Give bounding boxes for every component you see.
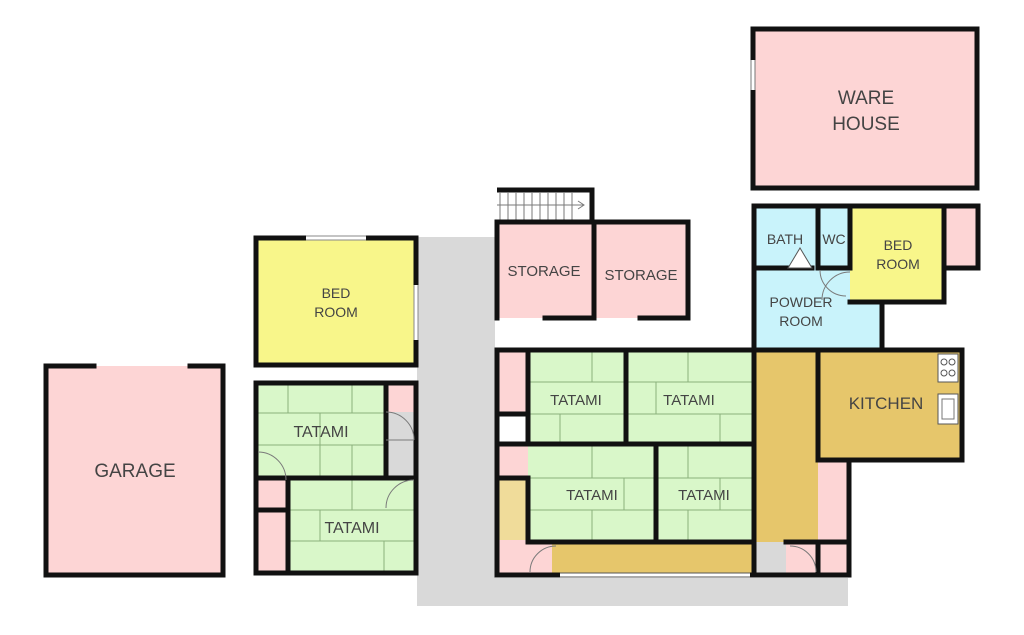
bedroom-right-label-line2: ROOM: [876, 256, 920, 272]
outdoor-walkway: [417, 237, 848, 606]
stairs: [497, 187, 595, 222]
bedroom-right-label-line1: BED: [884, 237, 913, 253]
tatami-left-block: TATAMI TATAMI: [253, 380, 419, 576]
warehouse-label-line1: WARE: [838, 88, 894, 109]
tatami-main-3-label: TATAMI: [566, 487, 618, 504]
bedroom-left-label-line2: ROOM: [314, 304, 358, 320]
sink-icon: [937, 393, 959, 425]
garage-room: GARAGE: [43, 363, 226, 578]
tatami-main-4-label: TATAMI: [678, 487, 730, 504]
bath-label: BATH: [767, 231, 803, 247]
stove-icon: [937, 353, 959, 383]
bedroom-left: BED ROOM: [253, 235, 419, 368]
main-house: TATAMI TATAMI TATAMI TATAMI KITCHEN: [494, 347, 965, 578]
warehouse-room: WARE HOUSE: [750, 26, 980, 191]
powder-label-line2: ROOM: [779, 313, 823, 329]
wc-label: WC: [822, 231, 845, 247]
tatami-main-2-label: TATAMI: [663, 392, 715, 409]
storage-left-label: STORAGE: [507, 263, 580, 280]
powder-label-line1: POWDER: [770, 294, 833, 310]
bedroom-left-label-line1: BED: [322, 285, 351, 301]
tatami-left-bottom-label: TATAMI: [324, 520, 379, 537]
warehouse-label-line2: HOUSE: [832, 114, 900, 135]
tatami-left-top-label: TATAMI: [293, 424, 348, 441]
wet-area: BATH WC BED ROOM POWDER ROOM: [751, 203, 981, 351]
garage-label: GARAGE: [94, 461, 175, 482]
storage-rooms: STORAGE STORAGE: [494, 219, 691, 321]
kitchen-label: KITCHEN: [849, 394, 924, 413]
storage-right-label: STORAGE: [604, 267, 677, 284]
tatami-main-1-label: TATAMI: [550, 392, 602, 409]
